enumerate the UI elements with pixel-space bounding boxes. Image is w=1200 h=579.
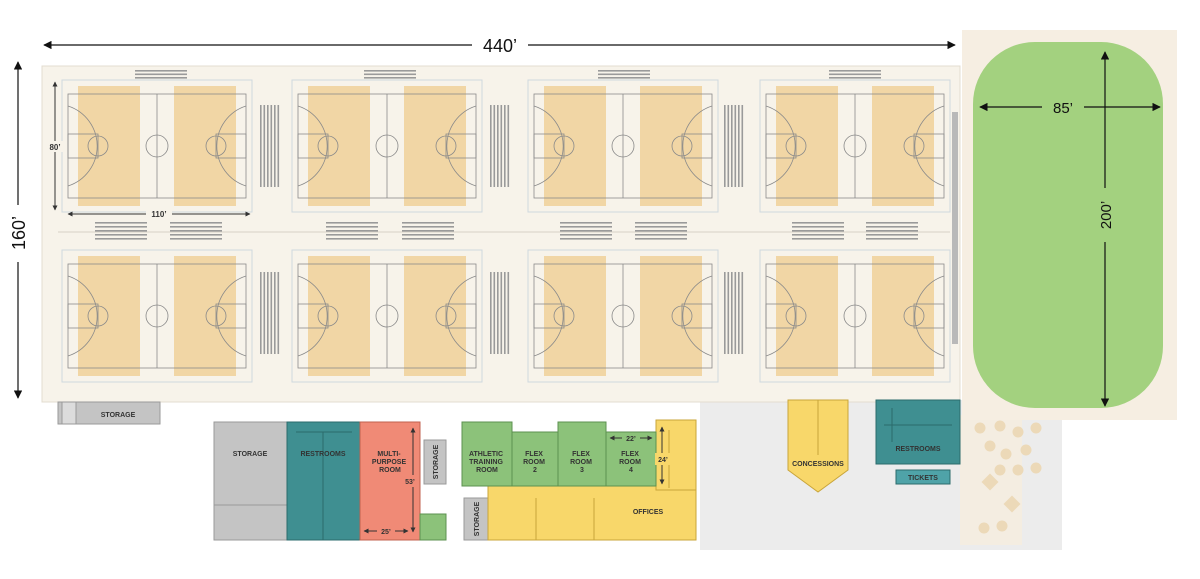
storage-vertical-1-label: STORAGE bbox=[433, 444, 440, 479]
basketball-court-2 bbox=[291, 79, 483, 213]
tickets-label: TICKETS bbox=[908, 475, 938, 482]
storage-top-label: STORAGE bbox=[101, 412, 136, 419]
planter-11 bbox=[978, 522, 990, 534]
flex-2-label: FLEX ROOM 2 bbox=[523, 451, 547, 474]
basketball-court-1 bbox=[61, 79, 253, 213]
basketball-court-3 bbox=[527, 79, 719, 213]
basketball-court-5 bbox=[61, 249, 253, 383]
turf-field bbox=[973, 42, 1163, 408]
tickets-booth bbox=[895, 469, 951, 485]
basketball-court-4 bbox=[759, 79, 951, 213]
side-bleacher-6 bbox=[724, 272, 744, 354]
planter-diamond-2 bbox=[1003, 495, 1021, 513]
planter-1 bbox=[974, 422, 986, 434]
flex-2-label-line-1: FLEX bbox=[525, 451, 543, 458]
flex-4-label: FLEX ROOM 4 bbox=[619, 451, 643, 474]
planter-8 bbox=[994, 464, 1006, 476]
basketball-court-7 bbox=[527, 249, 719, 383]
court-length-label: 110’ bbox=[151, 210, 166, 219]
side-bleacher-1 bbox=[260, 105, 280, 187]
planter-3 bbox=[1012, 426, 1024, 438]
flex-3-label-line-1: FLEX bbox=[572, 451, 590, 458]
planter-10 bbox=[1030, 462, 1042, 474]
mid-bleacher-5 bbox=[560, 222, 612, 240]
mid-bleacher-3 bbox=[326, 222, 378, 240]
side-bleacher-2 bbox=[260, 272, 280, 354]
field-width-label: 85’ bbox=[1053, 100, 1073, 117]
planter-2 bbox=[994, 420, 1006, 432]
planter-12 bbox=[996, 520, 1008, 532]
planter-5 bbox=[984, 440, 996, 452]
storage-vertical-2-label: STORAGE bbox=[474, 501, 481, 536]
flex-3-label: FLEX ROOM 3 bbox=[570, 451, 594, 474]
flex-2-label-line-2: ROOM bbox=[523, 459, 545, 466]
flex-3-label-line-2: ROOM bbox=[570, 459, 592, 466]
mid-bleacher-1 bbox=[95, 222, 147, 240]
restrooms-right-label: RESTROOMS bbox=[895, 446, 940, 453]
storage-vertical-2-room bbox=[463, 497, 489, 541]
multi-purpose-height-label: 53’ bbox=[405, 479, 415, 486]
mid-bleacher-8 bbox=[866, 222, 918, 240]
restrooms-left-label: RESTROOMS bbox=[300, 451, 345, 458]
building-width-label: 440’ bbox=[483, 36, 517, 56]
planter-9 bbox=[1012, 464, 1024, 476]
planter-7 bbox=[1020, 444, 1032, 456]
planter-6 bbox=[1000, 448, 1012, 460]
flex-4-label-line-1: FLEX bbox=[621, 451, 639, 458]
basketball-courts bbox=[61, 79, 951, 383]
concessions-label: CONCESSIONS bbox=[792, 461, 844, 468]
field-wall bbox=[952, 112, 958, 344]
mid-bleacher-4 bbox=[402, 222, 454, 240]
side-bleacher-3 bbox=[490, 105, 510, 187]
flex-4-label-line-2: ROOM bbox=[619, 459, 641, 466]
basketball-court-8 bbox=[759, 249, 951, 383]
court-width-label: 80’ bbox=[49, 143, 60, 152]
top-bleacher-1 bbox=[135, 70, 187, 79]
multi-purpose-label: MULTI- PURPOSE ROOM bbox=[372, 451, 408, 474]
storage-left-room bbox=[213, 421, 289, 541]
plaza-planters bbox=[974, 420, 1042, 534]
multi-purpose-width-label: 25’ bbox=[381, 529, 391, 536]
storage-top-room bbox=[57, 401, 161, 425]
multi-purpose-label-line-2: PURPOSE bbox=[372, 459, 407, 466]
top-bleacher-2 bbox=[364, 70, 416, 79]
building-depth-label: 160’ bbox=[9, 216, 29, 250]
flex-3-label-line-3: 3 bbox=[580, 467, 584, 474]
top-bleacher-4 bbox=[829, 70, 881, 79]
athletic-training-label-line-2: TRAINING bbox=[469, 459, 503, 466]
flex-4-label-line-3: 4 bbox=[629, 467, 633, 474]
offices-label: OFFICES bbox=[633, 509, 664, 516]
flex-width-label: 22’ bbox=[626, 436, 636, 443]
multi-purpose-label-line-1: MULTI- bbox=[377, 451, 401, 458]
planter-4 bbox=[1030, 422, 1042, 434]
top-bleacher-3 bbox=[598, 70, 650, 79]
storage-top-stub bbox=[61, 401, 77, 425]
small-green-room bbox=[419, 513, 447, 541]
restrooms-right-room bbox=[875, 399, 961, 465]
flex-room-2 bbox=[511, 431, 559, 487]
flex-2-label-line-3: 2 bbox=[533, 467, 537, 474]
mid-bleacher-6 bbox=[635, 222, 687, 240]
planter-diamond-1 bbox=[981, 473, 999, 491]
flex-depth-label: 24’ bbox=[658, 457, 668, 464]
storage-vertical-1-room bbox=[423, 439, 447, 485]
mid-bleacher-2 bbox=[170, 222, 222, 240]
athletic-training-label-line-1: ATHLETIC bbox=[469, 451, 503, 458]
side-bleacher-5 bbox=[724, 105, 744, 187]
mid-bleacher-7 bbox=[792, 222, 844, 240]
side-bleacher-4 bbox=[490, 272, 510, 354]
field-length-label: 200’ bbox=[1098, 201, 1115, 229]
athletic-training-room bbox=[461, 421, 513, 487]
storage-left-label: STORAGE bbox=[233, 451, 268, 458]
offices-room bbox=[487, 485, 697, 541]
flex-room-3 bbox=[557, 421, 607, 487]
athletic-training-label: ATHLETIC TRAINING ROOM bbox=[469, 451, 505, 474]
multi-purpose-label-line-3: ROOM bbox=[379, 467, 401, 474]
bleachers bbox=[95, 70, 918, 354]
athletic-training-label-line-3: ROOM bbox=[476, 467, 498, 474]
basketball-court-6 bbox=[291, 249, 483, 383]
